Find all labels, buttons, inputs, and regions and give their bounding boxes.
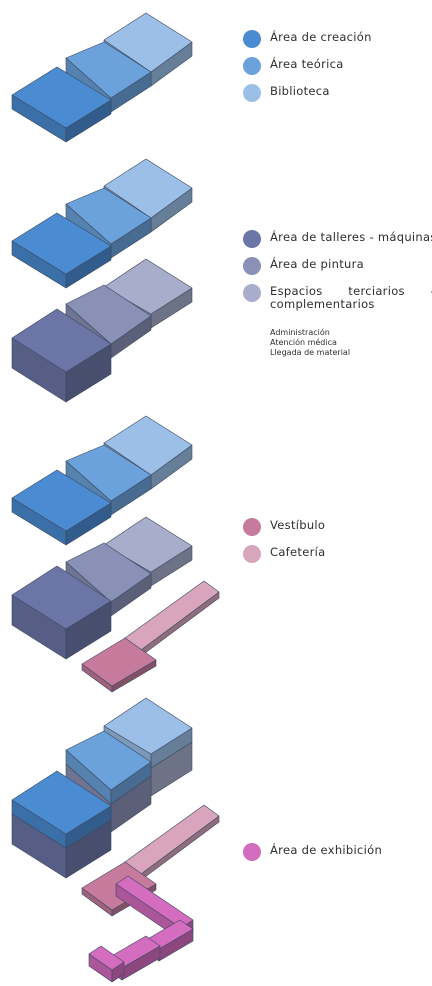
- stage4-exhibicion-a-top: [115, 875, 194, 929]
- legend-swatch: [243, 843, 261, 861]
- stage3-area-teorica-top: [65, 444, 152, 502]
- legend-label: Biblioteca: [270, 84, 330, 98]
- legend-swatch: [243, 230, 261, 248]
- stage2-biblioteca-top: [103, 158, 193, 219]
- stage4-exhibicion-d-top: [88, 945, 125, 971]
- stage4-area-creacion-top: [11, 770, 112, 835]
- legend-swatch: [243, 284, 261, 302]
- legend-swatch: [243, 57, 261, 75]
- legend-label: Cafetería: [270, 545, 326, 559]
- legend-swatch: [243, 518, 261, 536]
- legend-subnotes: Administración Atención médica Llegada d…: [270, 328, 350, 358]
- legend-label: Área teórica: [270, 57, 344, 71]
- legend-swatch: [243, 257, 261, 275]
- stage1-area-creacion-top: [11, 66, 112, 129]
- stage2-espacios-terciarios-top: [103, 258, 193, 315]
- legend-label: Espacios terciarios - complementarios: [270, 284, 432, 311]
- subnote: Llegada de material: [270, 348, 351, 357]
- stage2-area-creacion-top: [11, 212, 112, 275]
- subnote: Administración: [270, 328, 330, 337]
- stage2-area-pintura-top: [65, 284, 152, 345]
- legend-label: Área de creación: [270, 30, 372, 44]
- legend-label: Área de talleres - máquinas: [270, 230, 432, 244]
- subnote: Atención médica: [270, 338, 337, 347]
- stage3-area-creacion-top: [11, 469, 112, 532]
- legend-label: Vestíbulo: [270, 518, 326, 532]
- legend-label: Área de pintura: [270, 257, 365, 271]
- stage4-area-teorica-top: [65, 730, 152, 791]
- stage2-area-talleres-top: [11, 308, 112, 373]
- stage3-area-talleres-top: [11, 565, 112, 630]
- stage4-cafeteria-top: [124, 804, 220, 875]
- stage3-area-pintura-top: [65, 542, 152, 603]
- legend-swatch: [243, 30, 261, 48]
- stage3-biblioteca-top: [103, 415, 193, 476]
- legend-swatch: [243, 84, 261, 102]
- stage4-biblioteca-top: [103, 697, 193, 755]
- stage3-espacios-terciarios-top: [103, 516, 193, 573]
- stage1-area-teorica-top: [65, 41, 152, 99]
- stage3-vestibulo-top: [81, 637, 157, 687]
- stage2-area-teorica-top: [65, 187, 152, 245]
- stage1-biblioteca-top: [103, 12, 193, 73]
- legend-swatch: [243, 545, 261, 563]
- legend-label: Área de exhibición: [270, 843, 383, 857]
